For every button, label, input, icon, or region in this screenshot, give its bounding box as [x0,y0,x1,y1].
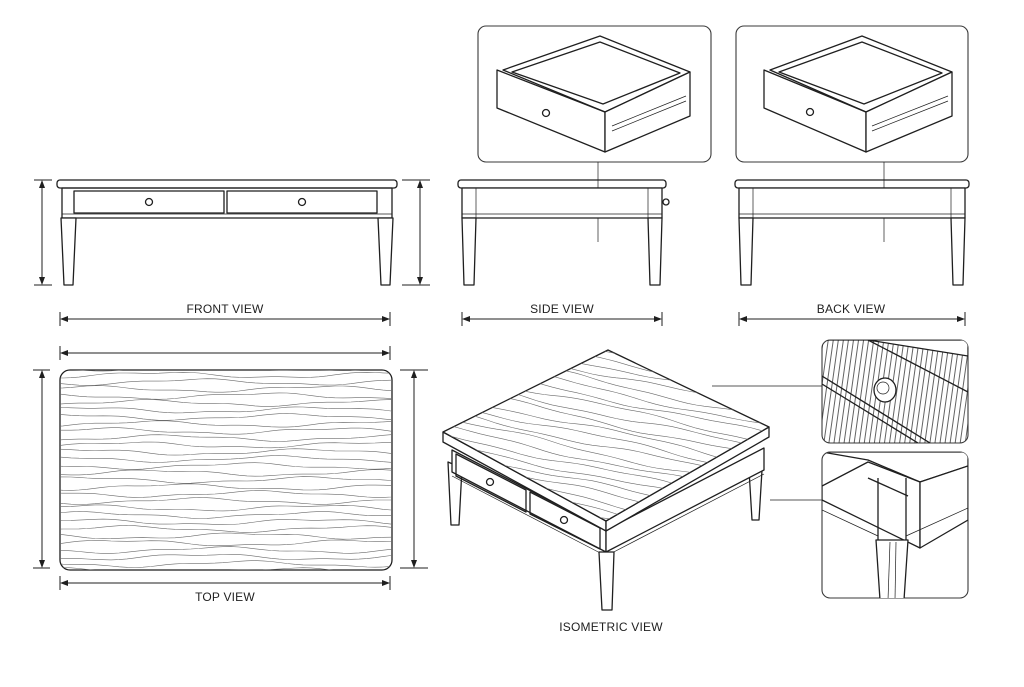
top-view-label: TOP VIEW [192,590,258,604]
corner-detail [821,451,969,599]
grain-line [60,420,392,428]
back-drawer-detail [735,25,969,163]
grain-line [60,546,392,554]
grain-line [60,567,392,570]
side-view-drawing [457,179,670,286]
grain-line [60,532,392,540]
knob-detail [821,339,969,444]
back-view-label: BACK VIEW [813,302,889,316]
grain-line [60,385,392,393]
isometric-view-drawing [440,248,770,611]
back-view-drawing [734,179,970,286]
top-view-dimensions [33,346,428,590]
grain-line [60,497,392,505]
side-drawer-detail [477,25,712,163]
grain-line [60,462,392,470]
grain-line [60,469,392,477]
grain-line [440,259,768,331]
grain-line [440,266,768,337]
grain-line [60,392,392,400]
grain-line [60,399,392,407]
side-view-label: SIDE VIEW [527,302,597,316]
grain-line [60,370,392,372]
grain-line [60,539,392,547]
grain-line [60,525,392,533]
grain-line [60,413,392,421]
top-view-drawing [59,369,393,571]
grain-line [440,248,768,324]
grain-line [60,504,392,512]
grain-line [60,406,392,414]
grain-line [60,371,392,379]
isometric-view-label: ISOMETRIC VIEW [556,620,666,634]
grain-line [60,441,392,449]
grain-line [60,448,392,456]
grain-line [60,434,392,442]
grain-line [443,392,769,468]
back-view-dimensions [738,312,966,326]
side-view-dimensions [461,312,663,326]
grain-line [60,518,392,525]
grain-line [60,560,392,568]
grain-line [440,273,768,347]
grain-line [60,511,392,519]
grain-line [60,483,392,491]
grain-line [60,554,392,561]
top-wood-grain [60,370,392,570]
grain-line [60,455,392,463]
grain-line [60,378,392,386]
front-view-label: FRONT VIEW [183,302,267,316]
grain-line [60,490,392,498]
front-view-dimensions [34,179,430,326]
grain-line [60,476,392,484]
front-view-drawing [56,179,398,286]
grain-line [60,427,392,435]
